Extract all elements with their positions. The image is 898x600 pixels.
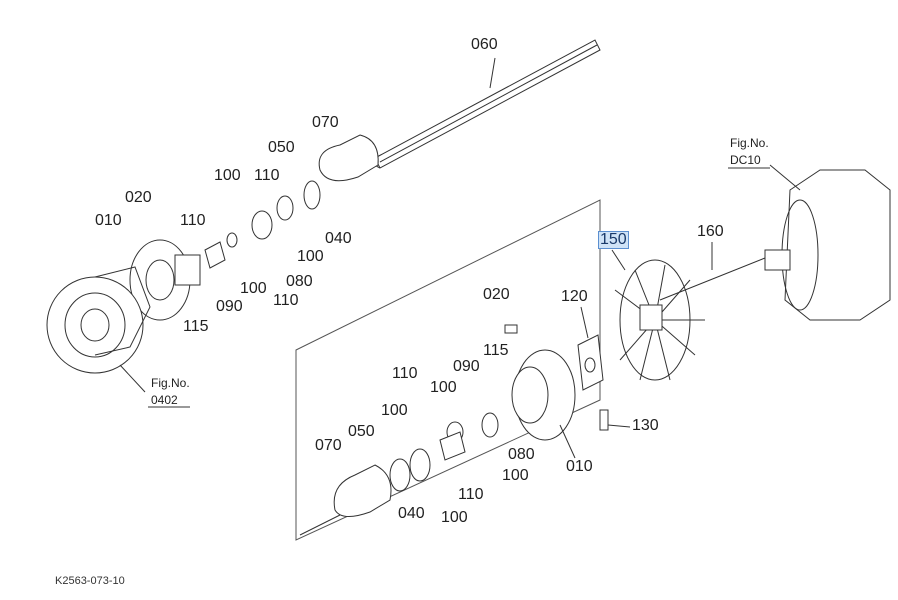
- fig-ref-number[interactable]: DC10: [730, 153, 761, 167]
- part-label-050[interactable]: 050: [268, 139, 295, 156]
- fig-ref-label: Fig.No.: [730, 136, 769, 150]
- part-label-100[interactable]: 100: [240, 280, 267, 297]
- part-label-110[interactable]: 110: [254, 167, 280, 184]
- fig-ref-label: Fig.No.: [151, 376, 190, 390]
- part-label-110[interactable]: 110: [180, 212, 206, 229]
- part-label-100[interactable]: 100: [381, 402, 408, 419]
- shaft-060: [372, 39, 601, 169]
- part-label-090[interactable]: 090: [216, 298, 243, 315]
- part-label-020[interactable]: 020: [125, 189, 152, 206]
- part-label-070[interactable]: 070: [315, 437, 342, 454]
- part-label-090[interactable]: 090: [453, 358, 480, 375]
- part-label-100[interactable]: 100: [430, 379, 457, 396]
- part-label-100[interactable]: 100: [441, 509, 468, 526]
- part-label-150-highlighted[interactable]: 150: [598, 231, 629, 249]
- fan-150: [614, 259, 705, 381]
- part-label-160[interactable]: 160: [697, 223, 724, 240]
- diagram-code: K2563-073-10: [55, 575, 125, 587]
- part-label-115[interactable]: 115: [183, 318, 209, 335]
- part-label-110[interactable]: 110: [458, 486, 484, 503]
- part-label-110[interactable]: 110: [392, 365, 418, 382]
- part-label-060[interactable]: 060: [471, 36, 498, 53]
- part-label-040[interactable]: 040: [325, 230, 352, 247]
- part-label-110[interactable]: 110: [273, 292, 299, 309]
- part-label-100[interactable]: 100: [297, 248, 324, 265]
- fig-ref-number[interactable]: 0402: [151, 393, 178, 407]
- part-label-100[interactable]: 100: [502, 467, 529, 484]
- part-label-040[interactable]: 040: [398, 505, 425, 522]
- part-label-070[interactable]: 070: [312, 114, 339, 131]
- part-label-115[interactable]: 115: [483, 342, 509, 359]
- part-label-100[interactable]: 100: [214, 167, 241, 184]
- part-label-080[interactable]: 080: [286, 273, 313, 290]
- part-label-020[interactable]: 020: [483, 286, 510, 303]
- part-label-120[interactable]: 120: [561, 288, 588, 305]
- part-label-050[interactable]: 050: [348, 423, 375, 440]
- part-label-130[interactable]: 130: [632, 417, 659, 434]
- part-label-010[interactable]: 010: [95, 212, 122, 229]
- part-label-080[interactable]: 080: [508, 446, 535, 463]
- part-label-010[interactable]: 010: [566, 458, 593, 475]
